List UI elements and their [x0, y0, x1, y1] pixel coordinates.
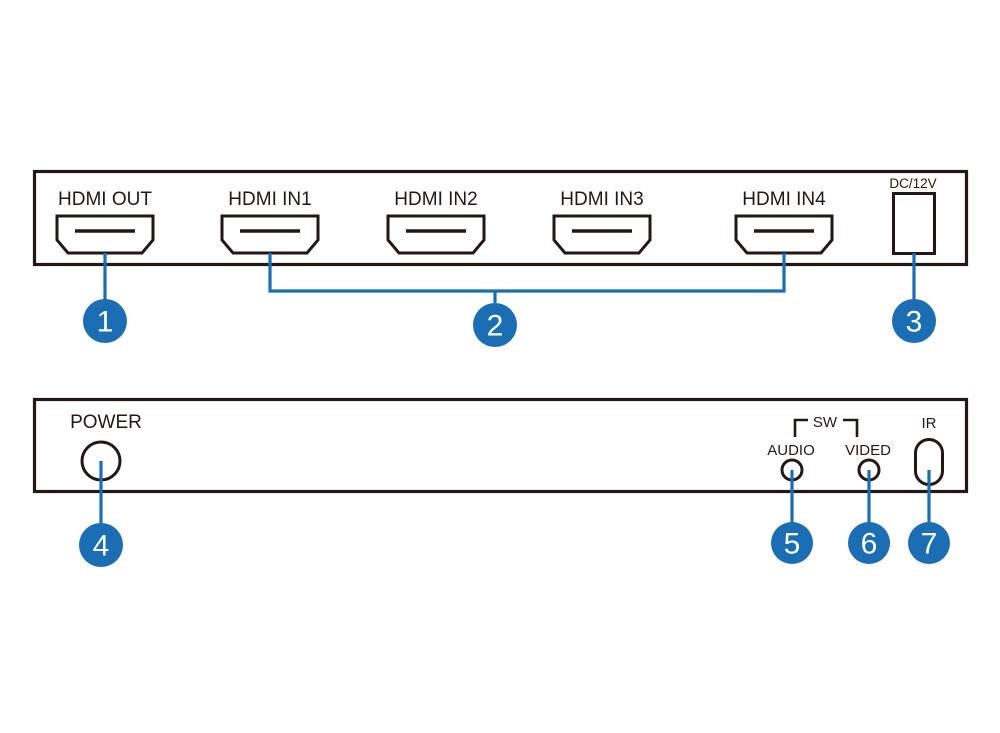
- callout-badge-7-number: 7: [921, 528, 938, 561]
- callout-badge-1[interactable]: 1: [83, 299, 127, 343]
- rear-panel: HDMI OUT HDMI IN1 HDMI IN2 HDMI IN3: [32, 169, 969, 267]
- callout-badge-5-number: 5: [784, 528, 801, 561]
- rear-panel-callouts: 1 2 3: [83, 253, 936, 347]
- dc-jack-icon: [892, 192, 936, 255]
- hdmi-in4-connector-icon: [734, 214, 834, 255]
- sw-bracket-icon: [793, 418, 808, 437]
- sw-bracket-icon-right: [843, 418, 859, 437]
- callout-badge-5-circle: [771, 522, 813, 564]
- callout-badge-4-number: 4: [93, 530, 110, 563]
- callout-badge-6-circle: [848, 522, 890, 564]
- hdmi-in1-connector-icon: [220, 214, 320, 255]
- callout-badge-4-circle: [79, 523, 123, 567]
- hdmi-out-connector-icon: [55, 214, 155, 255]
- port-dc-12v[interactable]: DC/12V: [889, 176, 937, 255]
- callout-badge-3-circle: [892, 299, 936, 343]
- port-label-hdmi-out: HDMI OUT: [58, 189, 152, 210]
- callout-badge-7[interactable]: 7: [908, 522, 950, 564]
- port-hdmi-out[interactable]: HDMI OUT: [55, 189, 155, 255]
- callout-2-bracket: [268, 253, 786, 293]
- callout-badge-5[interactable]: 5: [771, 522, 813, 564]
- callout-badge-7-circle: [908, 522, 950, 564]
- port-hdmi-in3[interactable]: HDMI IN3: [552, 189, 652, 255]
- port-label-hdmi-in1: HDMI IN1: [228, 189, 311, 210]
- front-panel-callouts: 4 5 6 7: [79, 461, 950, 567]
- callout-badge-2-number: 2: [487, 310, 504, 343]
- port-hdmi-in4[interactable]: HDMI IN4: [734, 189, 834, 255]
- hdmi-in2-connector-icon: [386, 214, 486, 255]
- hdmi-in3-connector-icon: [552, 214, 652, 255]
- port-hdmi-in1[interactable]: HDMI IN1: [220, 189, 320, 255]
- callout-badge-3[interactable]: 3: [892, 299, 936, 343]
- callout-badge-4[interactable]: 4: [79, 523, 123, 567]
- callout-badge-2-circle: [473, 303, 517, 347]
- sw-group: SW: [793, 414, 859, 437]
- callout-badge-1-number: 1: [97, 306, 114, 339]
- port-label-dc-12v: DC/12V: [889, 176, 936, 191]
- callout-badge-2[interactable]: 2: [473, 303, 517, 347]
- port-hdmi-in2[interactable]: HDMI IN2: [386, 189, 486, 255]
- port-label-ir: IR: [922, 415, 937, 432]
- sw-group-label: SW: [813, 414, 838, 431]
- callout-badge-3-number: 3: [906, 306, 923, 339]
- callout-badge-6[interactable]: 6: [848, 522, 890, 564]
- port-label-power: POWER: [70, 412, 142, 433]
- callout-badge-1-circle: [83, 299, 127, 343]
- front-panel-body: [32, 397, 969, 494]
- port-label-audio: AUDIO: [767, 442, 815, 459]
- port-label-hdmi-in3: HDMI IN3: [560, 189, 643, 210]
- callout-badge-6-number: 6: [861, 528, 878, 561]
- port-label-hdmi-in2: HDMI IN2: [394, 189, 477, 210]
- front-panel: POWER SW AUDIO VIDED IR: [32, 397, 969, 494]
- port-label-hdmi-in4: HDMI IN4: [742, 189, 826, 210]
- port-label-video: VIDED: [845, 442, 891, 459]
